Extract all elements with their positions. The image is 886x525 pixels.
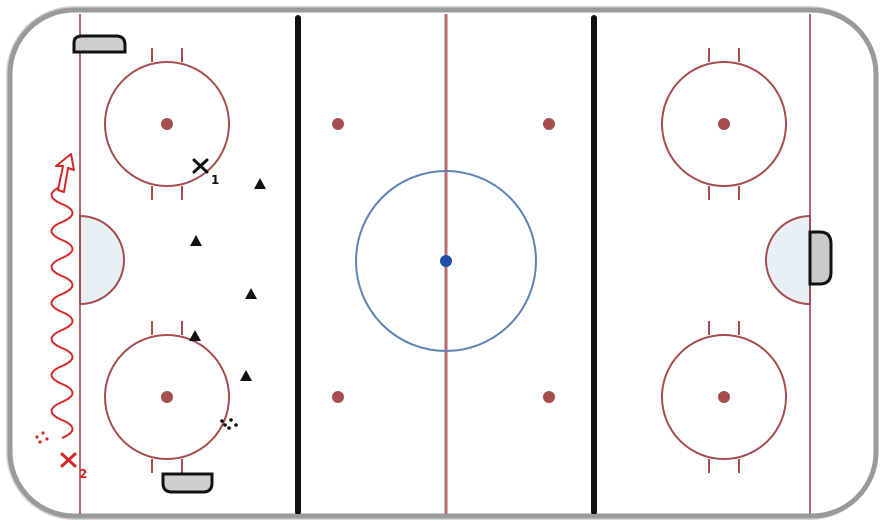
faceoff-circle-right-bottom <box>661 321 787 473</box>
cone-icon <box>240 370 252 381</box>
right-net-icon <box>808 230 833 286</box>
neutral-dot-top-right <box>543 118 555 130</box>
neutral-dot-bottom-right <box>543 391 555 403</box>
bottom-net-icon <box>161 472 214 494</box>
faceoff-dot-right-top <box>718 118 730 130</box>
neutral-dot-top-left <box>332 118 344 130</box>
skater-path <box>50 185 74 439</box>
puck-pile-icon-right <box>220 418 238 430</box>
skating-path-arrow-icon <box>55 153 75 193</box>
center-faceoff-dot <box>440 255 452 267</box>
player-x2-label: 2 <box>79 467 87 481</box>
player-x1-label: 1 <box>211 173 219 187</box>
neutral-dot-bottom-left <box>332 391 344 403</box>
cone-icon <box>254 178 266 189</box>
cone-icon <box>190 235 202 246</box>
center-faceoff-circle <box>355 170 537 352</box>
cone-icon <box>245 288 257 299</box>
faceoff-circle-left-top <box>104 48 230 200</box>
cone-icon <box>189 330 201 341</box>
puck-pile-icon-left <box>35 431 49 444</box>
faceoff-dot-right-bottom <box>718 391 730 403</box>
faceoff-dot-left-top <box>161 118 173 130</box>
top-net-icon <box>72 34 127 54</box>
player-x2-marker <box>60 452 77 468</box>
player-x1-marker <box>192 158 209 174</box>
faceoff-circle-right-top <box>661 48 787 200</box>
faceoff-circle-left-bottom <box>104 321 230 473</box>
right-goal-crease <box>765 214 811 306</box>
faceoff-dot-left-bottom <box>161 391 173 403</box>
left-goal-crease <box>79 214 125 306</box>
